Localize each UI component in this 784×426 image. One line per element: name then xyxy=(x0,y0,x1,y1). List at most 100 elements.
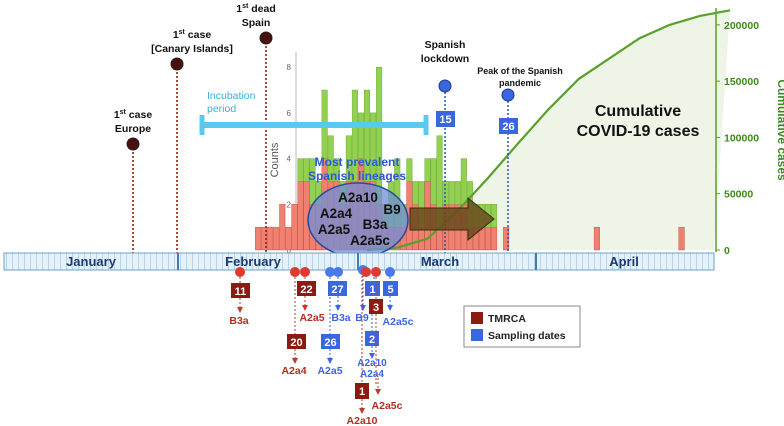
legend-tmrca-swatch xyxy=(471,312,483,324)
legend-sampling-swatch xyxy=(471,329,483,341)
bar-red xyxy=(593,226,600,251)
svg-text:Spanish lineages: Spanish lineages xyxy=(308,169,406,183)
bar-red xyxy=(267,226,274,251)
bar-green xyxy=(333,158,340,182)
svg-text:A2a5: A2a5 xyxy=(317,365,342,377)
svg-text:B3a: B3a xyxy=(363,217,388,232)
svg-text:[Canary Islands]: [Canary Islands] xyxy=(151,43,233,55)
svg-text:26: 26 xyxy=(502,121,514,133)
svg-text:2: 2 xyxy=(369,334,375,346)
event-peak: Peak of the Spanish pandemic 26 xyxy=(477,66,563,253)
bar-red xyxy=(297,181,304,251)
svg-text:pandemic: pandemic xyxy=(499,78,541,88)
cumulative-area xyxy=(367,10,730,250)
bar-red xyxy=(678,226,685,251)
svg-text:A2a5c: A2a5c xyxy=(372,400,403,412)
svg-text:Peak of the Spanish: Peak of the Spanish xyxy=(477,66,563,76)
event-first-case-europe: 1st case Europe xyxy=(114,109,153,253)
counts-tick-label: 6 xyxy=(287,109,292,118)
bar-green xyxy=(448,181,455,205)
bar-green xyxy=(345,135,352,182)
cumulative-title-line1: Cumulative xyxy=(595,103,681,120)
svg-text:A2a4: A2a4 xyxy=(281,365,306,377)
svg-text:A2a5: A2a5 xyxy=(318,222,351,237)
cumulative-line xyxy=(366,9,731,252)
bar-red xyxy=(285,226,292,251)
counts-tick-label: 0 xyxy=(287,246,292,255)
event-lockdown: Spanish lockdown 15 xyxy=(421,39,469,253)
svg-text:period: period xyxy=(207,103,236,115)
cumulative-tick-label: 100000 xyxy=(724,132,759,144)
month-april: April xyxy=(609,254,639,269)
bar-red xyxy=(273,226,280,251)
bar-green xyxy=(412,181,419,205)
cumulative-tick-label: 50000 xyxy=(724,189,753,201)
bar-green xyxy=(370,112,377,182)
svg-text:1st dead: 1st dead xyxy=(236,3,276,15)
bar-red xyxy=(485,226,492,251)
svg-text:11: 11 xyxy=(235,286,247,298)
bar-green xyxy=(491,204,498,228)
svg-text:A2a5: A2a5 xyxy=(299,312,324,324)
bar-green xyxy=(460,158,467,205)
svg-text:22: 22 xyxy=(300,284,312,296)
svg-text:27: 27 xyxy=(331,284,343,296)
svg-text:Spanish: Spanish xyxy=(425,39,466,51)
svg-text:1st case: 1st case xyxy=(114,109,153,121)
svg-text:A2a5c: A2a5c xyxy=(350,233,390,248)
bar-green xyxy=(303,158,310,182)
bar-red xyxy=(418,226,425,251)
bar-red xyxy=(491,226,498,251)
month-february: February xyxy=(225,254,281,269)
svg-text:1: 1 xyxy=(369,284,375,296)
trend-arrow xyxy=(409,196,495,242)
counts-tick-label: 8 xyxy=(287,63,292,72)
bar-red xyxy=(261,226,268,251)
svg-text:B3a: B3a xyxy=(229,315,248,327)
svg-text:A2a4: A2a4 xyxy=(360,369,384,380)
bar-green xyxy=(454,181,461,205)
bar-red xyxy=(503,226,510,251)
svg-text:1: 1 xyxy=(359,386,365,398)
incubation-period: Incubation period xyxy=(199,90,429,135)
bar-green xyxy=(424,158,431,182)
bar-red xyxy=(291,204,298,251)
svg-text:3: 3 xyxy=(373,302,379,314)
bar-green xyxy=(351,89,358,182)
svg-text:A2a10: A2a10 xyxy=(357,358,387,369)
month-january: January xyxy=(66,254,117,269)
bar-green xyxy=(357,112,364,159)
event-first-case-canary: 1st case [Canary Islands] xyxy=(151,29,233,253)
month-timeline: January February March April xyxy=(3,252,715,271)
counts-tick-label: 4 xyxy=(287,155,292,164)
month-march: March xyxy=(421,254,459,269)
svg-text:26: 26 xyxy=(324,337,336,349)
cumulative-axis-label: Cumulative cases xyxy=(775,79,784,181)
legend-tmrca-label: TMRCA xyxy=(488,313,526,325)
cumulative-tick-label: 150000 xyxy=(724,76,759,88)
bar-red xyxy=(255,226,262,251)
svg-text:Most prevalent: Most prevalent xyxy=(315,155,400,169)
svg-text:Europe: Europe xyxy=(115,123,151,135)
bar-red xyxy=(279,204,286,251)
svg-text:B9: B9 xyxy=(383,202,400,217)
bar-green xyxy=(297,158,304,182)
lineage-cluster: Most prevalent Spanish lineages A2a10 A2… xyxy=(307,155,409,258)
svg-text:B3a: B3a xyxy=(331,312,350,324)
legend: TMRCA Sampling dates xyxy=(463,305,581,348)
bar-green xyxy=(430,158,437,205)
svg-text:lockdown: lockdown xyxy=(421,53,469,65)
svg-text:1st case: 1st case xyxy=(173,29,212,41)
svg-text:20: 20 xyxy=(290,337,302,349)
legend-sampling-label: Sampling dates xyxy=(488,330,566,342)
counts-axis-label: Counts xyxy=(269,142,281,177)
tmrca-sampling-markers: 11 B3a 22 A2a5 20 A2a4 27 B3a 26 A2a5 xyxy=(229,265,414,426)
bar-green xyxy=(406,158,413,182)
event-first-dead-spain: 1st dead Spain xyxy=(236,3,276,253)
svg-text:Incubation: Incubation xyxy=(207,90,256,102)
svg-text:A2a5c: A2a5c xyxy=(383,316,414,328)
cumulative-tick-label: 0 xyxy=(724,245,730,257)
counts-tick-label: 2 xyxy=(287,200,292,209)
